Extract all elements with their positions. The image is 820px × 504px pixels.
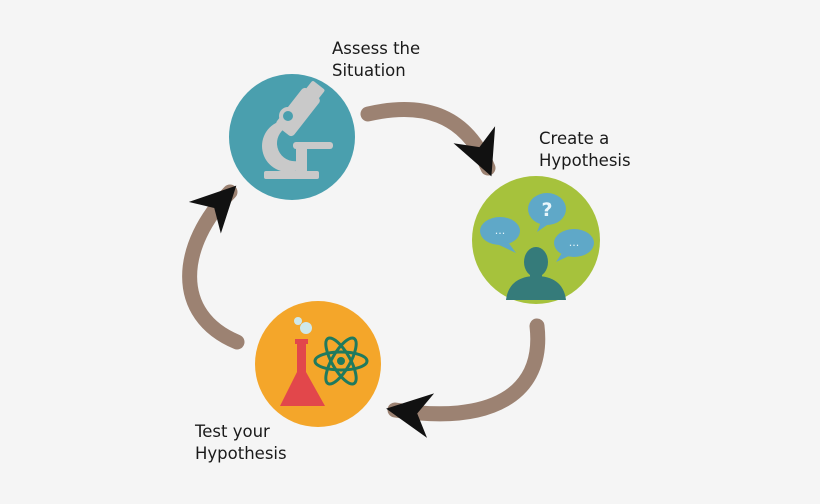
person-head (524, 247, 548, 277)
step-label-test: Test your Hypothesis (195, 421, 287, 465)
step-test (255, 301, 381, 427)
arrow-test-to-assess (182, 184, 245, 350)
microscope-icon (262, 81, 333, 179)
step-create: ... ? ... (472, 176, 600, 304)
step-assess (229, 74, 355, 200)
step-label-create-line-2: Hypothesis (539, 151, 631, 170)
flask-bubble-large (300, 322, 312, 334)
arrow-assess-to-create (360, 102, 496, 177)
step-label-test-line-1: Test your (195, 422, 270, 441)
speech-bubble-right: ... (554, 229, 594, 262)
speech-bubble-middle: ? (528, 193, 566, 232)
bubble-text-left: ... (495, 224, 506, 237)
bubble-text-middle: ? (541, 199, 552, 221)
step-label-assess: Assess the Situation (332, 38, 420, 82)
step-label-create-line-1: Create a (539, 129, 610, 148)
step-label-assess-line-1: Assess the (332, 39, 421, 58)
flask-atom-icon (280, 317, 369, 406)
assess-circle (229, 74, 355, 200)
thinking-person-icon: ... ? ... (480, 193, 594, 300)
person-body (506, 276, 566, 300)
create-circle (472, 176, 600, 304)
bubble-text-right: ... (569, 236, 580, 249)
step-label-assess-line-2: Situation (332, 61, 406, 80)
flask-bubble-small (294, 317, 302, 325)
step-label-test-line-2: Hypothesis (195, 444, 287, 463)
speech-bubble-left: ... (480, 217, 520, 253)
flask-icon (280, 317, 325, 406)
arrow-create-to-test (386, 318, 546, 438)
step-label-create: Create a Hypothesis (539, 128, 631, 172)
atom-icon (313, 336, 369, 386)
